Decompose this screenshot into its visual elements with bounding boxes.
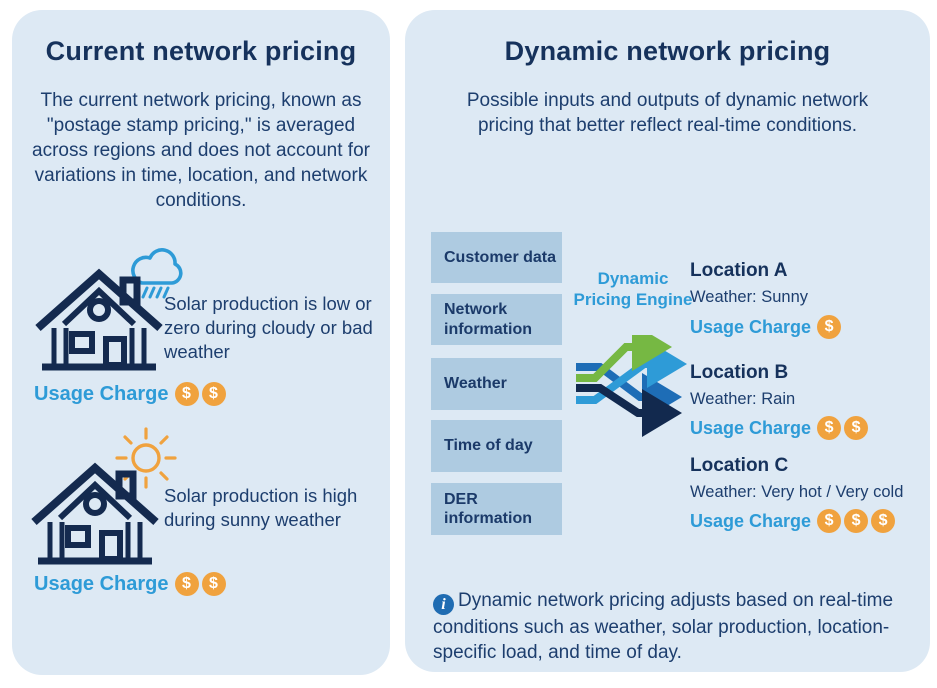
coin-group: $$$ — [817, 509, 896, 533]
dollar-coin-icon: $ — [174, 382, 199, 406]
dollar-coin-icon: $ — [844, 509, 869, 533]
usage-charge-label: Usage Charge — [34, 572, 169, 595]
dollar-coin-icon: $ — [817, 315, 842, 339]
location-c-weather: Weather: Very hot / Very cold — [690, 483, 904, 501]
location-b-usage: Usage Charge $$ — [690, 416, 869, 440]
input-box-network-information: Network information — [431, 294, 562, 345]
coin-group: $$ — [174, 572, 226, 596]
input-box-label: DER information — [444, 490, 532, 527]
input-box-customer-data: Customer data — [431, 232, 562, 283]
input-box-weather: Weather — [431, 358, 562, 410]
dynamic-pricing-panel: Dynamic network pricing Possible inputs … — [405, 10, 930, 672]
house-icon — [35, 268, 163, 371]
pricing-engine-arrows-icon — [576, 335, 687, 437]
location-a-weather: Weather: Sunny — [690, 288, 809, 306]
location-c-name: Location C — [690, 455, 789, 476]
current-pricing-panel: Current network pricing The current netw… — [12, 10, 390, 675]
panel-description-current: The current network pricing, known as "p… — [32, 90, 370, 212]
coin-group: $ — [817, 315, 842, 339]
dollar-coin-icon: $ — [201, 382, 226, 406]
panel-title-dynamic: Dynamic network pricing — [504, 36, 831, 66]
usage-charge-sunny: Usage Charge $$ — [34, 572, 226, 596]
sun-icon — [115, 427, 177, 489]
panel-description-dynamic: Possible inputs and outputs of dynamic n… — [466, 90, 869, 137]
location-a-usage: Usage Charge $ — [690, 315, 842, 339]
scenario-sunny-text: Solar production is high during sunny we… — [164, 485, 358, 531]
dollar-coin-icon: $ — [201, 572, 226, 596]
input-box-label: Weather — [444, 375, 507, 393]
location-b-weather: Weather: Rain — [690, 390, 796, 408]
usage-charge-cloudy: Usage Charge $$ — [34, 382, 226, 406]
dollar-coin-icon: $ — [844, 416, 869, 440]
input-box-label: Time of day — [444, 437, 533, 455]
location-c-usage: Usage Charge $$$ — [690, 509, 896, 533]
dollar-coin-icon: $ — [817, 416, 842, 440]
panel-title-current: Current network pricing — [45, 36, 357, 66]
location-a-name: Location A — [690, 260, 788, 281]
coin-group: $$ — [817, 416, 869, 440]
location-b-name: Location B — [690, 362, 789, 383]
dollar-coin-icon: $ — [817, 509, 842, 533]
input-box-time-of-day: Time of day — [431, 420, 562, 472]
coin-group: $$ — [174, 382, 226, 406]
usage-charge-label: Usage Charge — [690, 510, 812, 531]
input-box-der-information: DER information — [431, 483, 562, 535]
input-box-label: Network information — [444, 301, 532, 338]
scenario-cloudy-text: Solar production is low or zero during c… — [164, 293, 373, 363]
input-box-label: Customer data — [444, 248, 557, 266]
dynamic-pricing-engine-label: Dynamic Pricing Engine — [573, 269, 693, 310]
usage-charge-label: Usage Charge — [690, 316, 812, 337]
usage-charge-label: Usage Charge — [690, 417, 812, 438]
info-icon: i — [433, 594, 454, 615]
footnote-text: Dynamic network pricing adjusts based on… — [433, 590, 894, 664]
usage-charge-label: Usage Charge — [34, 382, 169, 405]
dollar-coin-icon: $ — [871, 509, 896, 533]
rain-cloud-icon — [131, 248, 183, 299]
dollar-coin-icon: $ — [174, 572, 199, 596]
house-icon — [31, 462, 159, 565]
